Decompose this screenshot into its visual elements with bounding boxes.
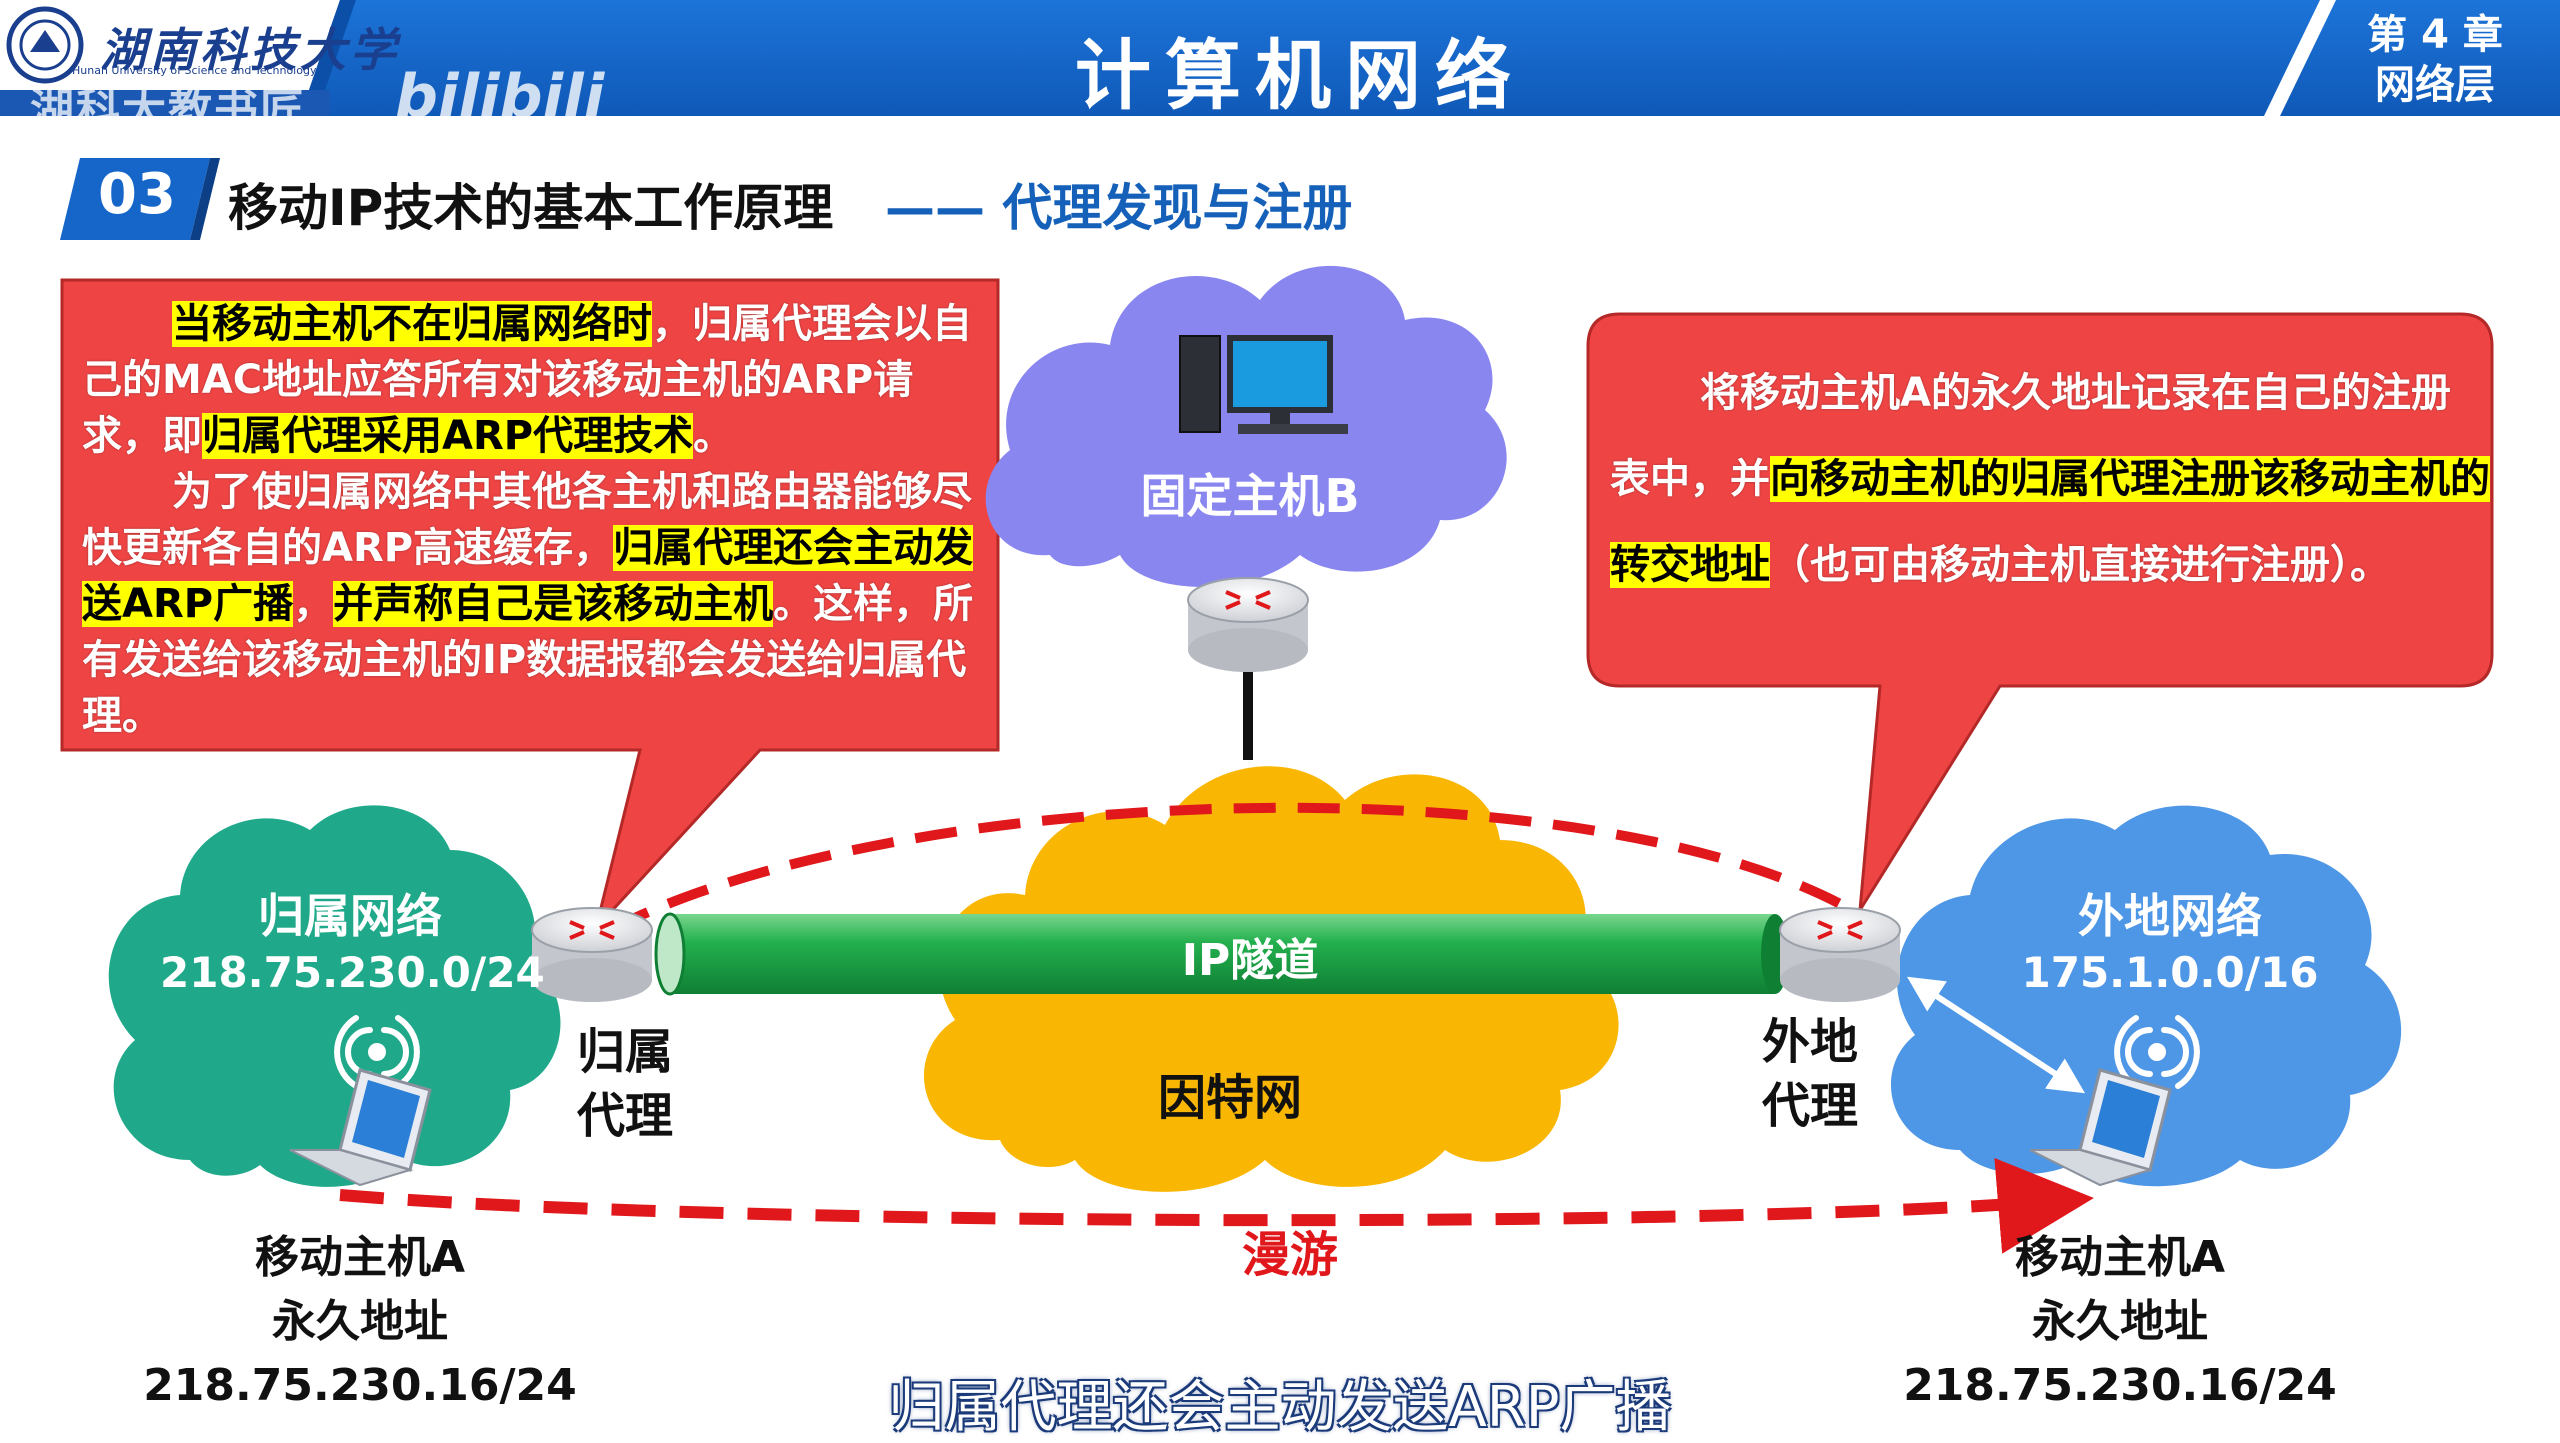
callout-text: 。	[693, 413, 734, 459]
section-subtitle: —— 代理发现与注册	[885, 179, 1353, 237]
bilibili-logo: bilibili	[395, 62, 605, 132]
ip-tunnel-tube	[654, 912, 1789, 996]
router-fixed	[1187, 577, 1309, 672]
computer-icon	[1179, 335, 1348, 434]
university-english-name: Hunan University of Science and Technolo…	[72, 64, 317, 77]
section-number: 03	[98, 162, 176, 227]
right-callout-text: 将移动主机A的永久地址记录在自己的注册表中，并向移动主机的归属代理注册该移动主机…	[1610, 350, 2490, 608]
mobile-host-address: 永久地址 218.75.230.16/24	[143, 1296, 577, 1411]
callout-text: 。这样，所有发送给该移动主机的IP数据报都会发送给归属代理。	[82, 581, 974, 739]
foreign-agent-label: 外地 代理	[1745, 1010, 1875, 1138]
foreign-agent-line2: 代理	[1761, 1078, 1858, 1134]
page-title: 计算机网络	[1075, 31, 1525, 120]
callout-text: ，	[293, 581, 334, 627]
chapter-number: 第 4 章	[2367, 12, 2503, 58]
cloud-home-network	[108, 805, 561, 1187]
callout-text: 将移动主机A的永久地址记录在自己的注册表中，并	[1610, 370, 2451, 502]
foreign-network-prefix: 175.1.0.0/16	[2021, 948, 2319, 997]
highlight: 并声称自己是该移动主机	[333, 581, 774, 627]
callout-text: （也可由移动主机直接进行注册）。	[1770, 542, 2390, 588]
home-agent-label: 归属 代理	[560, 1020, 690, 1148]
roaming-label: 漫游	[1241, 1227, 1338, 1283]
highlight: 归属代理采用ARP代理技术	[202, 413, 694, 459]
university-logo	[6, 6, 84, 84]
header-bar	[0, 0, 2560, 116]
mobile-host-left: 移动主机A 永久地址 218.75.230.16/24	[60, 1226, 660, 1418]
mobile-host-right: 移动主机A 永久地址 218.75.230.16/24	[1820, 1226, 2420, 1418]
left-callout-text: 当移动主机不在归属网络时，归属代理会以自己的MAC地址应答所有对该移动主机的AR…	[82, 296, 982, 744]
roaming-arrow	[339, 1157, 2094, 1254]
home-network-name: 归属网络	[258, 889, 442, 943]
home-agent-line2: 代理	[576, 1088, 673, 1144]
highlight: 当移动主机不在归属网络时	[172, 301, 652, 347]
mobile-host-address: 永久地址 218.75.230.16/24	[1903, 1296, 2337, 1411]
channel-watermark: 湖科大教书匠	[30, 85, 306, 136]
laptop-icon-left	[289, 1068, 432, 1187]
chapter-name: 网络层	[2375, 62, 2495, 108]
mobile-host-name: 移动主机A	[2014, 1232, 2226, 1283]
callout-text: 为了使归属网络中其他各主机和路由器能够尽快更新各自的ARP高速缓存，	[82, 469, 972, 571]
callout-text: ，归属代理会以自己的MAC地址应答所有对该移动主机的ARP请求，即	[82, 301, 972, 459]
mobile-host-name: 移动主机A	[254, 1232, 466, 1283]
home-network-prefix: 218.75.230.0/24	[160, 948, 545, 997]
foreign-agent-line1: 外地	[1761, 1014, 1858, 1070]
ip-tunnel-label: IP隧道	[1181, 935, 1319, 986]
section-badge	[60, 158, 220, 240]
video-subtitle: 归属代理还会主动发送ARP广播	[888, 1375, 1672, 1440]
router-home	[531, 907, 653, 1002]
router-foreign	[1779, 907, 1901, 1002]
section-title: 移动IP技术的基本工作原理	[228, 179, 834, 237]
foreign-network-name: 外地网络	[2078, 889, 2262, 943]
chapter-label: 第 4 章 网络层	[2330, 10, 2540, 110]
dashed-arc	[607, 802, 1863, 935]
link-arrow	[1906, 976, 2086, 1094]
fixed-host-label: 固定主机B	[1140, 469, 1360, 523]
university-name: 湖南科技大学	[100, 23, 400, 77]
internet-label: 因特网	[1157, 1070, 1302, 1126]
home-agent-line1: 归属	[576, 1024, 673, 1080]
